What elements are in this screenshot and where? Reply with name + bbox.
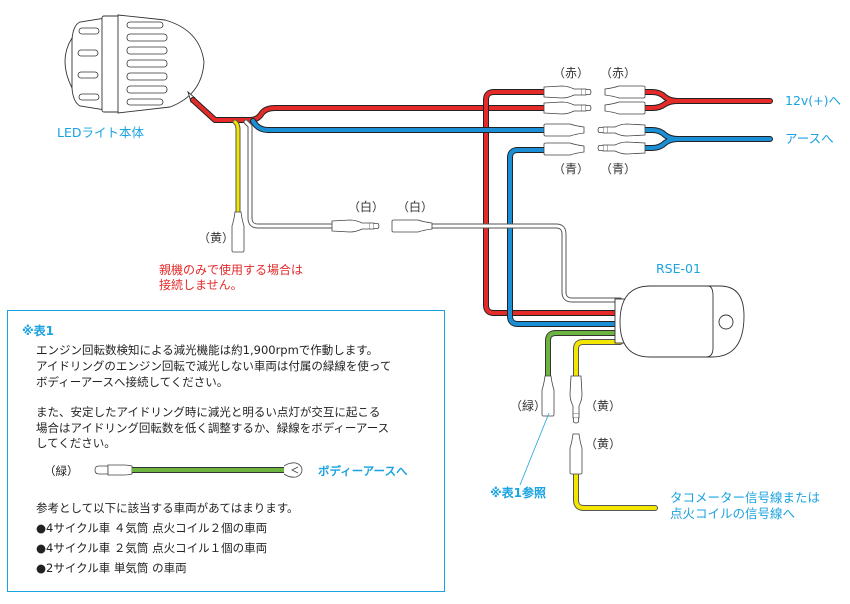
note-vehicle-item: ●2サイクル車 単気筒 の車両 (36, 561, 187, 575)
note-para1-line2: アイドリングのエンジン回転で減光しない車両は付属の緑線を使って (36, 359, 392, 373)
label-blue-right: （青） (600, 162, 637, 176)
connector-red-female-2 (604, 101, 646, 115)
warning-line1: 親機のみで使用する場合は (159, 263, 304, 277)
light-band (101, 15, 121, 113)
led-light-body (64, 14, 205, 114)
connector-white-female (391, 219, 433, 233)
label-yellow-module-top: （黄） (585, 399, 622, 413)
connector-red-male-1 (543, 85, 592, 99)
light-fins (77, 21, 168, 106)
note-para2-line1: また、安定したアイドリング時に減光と明るい点灯が交互に起こる (36, 405, 381, 419)
module-seam (705, 285, 714, 358)
module-mount-hole (718, 314, 734, 330)
connector-blue-male-1 (597, 123, 646, 137)
connector-blue-female-1 (543, 123, 585, 137)
yellow-wire-light (232, 119, 241, 215)
label-white-right: （白） (397, 200, 434, 214)
rse01-module (614, 285, 745, 358)
module-label: RSE-01 (656, 261, 701, 276)
note-reference-intro: 参考として以下に該当する車両があてはまります。 (36, 501, 299, 515)
label-white-left: （白） (348, 200, 385, 214)
note-para1-line1: エンジン回転数検知による減光機能は約1,900rpmで作動します。 (36, 343, 379, 357)
label-red-right: （赤） (600, 66, 637, 80)
green-wire-module (545, 330, 623, 381)
note-vehicle-item: ●4サイクル車 ４気筒 点火コイル２個の車両 (36, 521, 268, 535)
label-12v-destination: 12v(+)へ (785, 93, 842, 108)
connector-red-female-1 (604, 85, 646, 99)
label-ground-destination: アースへ (785, 131, 834, 146)
note-green-wire-destination: ボディーアースへ (318, 464, 408, 478)
connector-yellow-module-male (569, 375, 583, 424)
note-green-wire (94, 462, 303, 478)
note-vehicle-item: ●4サイクル車 ２気筒 点火コイル１個の車両 (36, 541, 268, 555)
led-light-label: LEDライト本体 (57, 125, 144, 140)
yellow-wire-module (573, 339, 658, 511)
connector-blue-male-2 (597, 141, 646, 155)
callout-table1-ref: ※表1参照 (490, 486, 547, 500)
connector-yellow-signal-female (569, 433, 583, 475)
signal-destination-line2: 点火コイルの信号線へ (670, 506, 796, 521)
label-green-module: （緑） (510, 399, 547, 413)
ring-terminal (283, 462, 303, 478)
label-yellow-light: （黄） (198, 231, 235, 245)
signal-destination-line1: タコメーター信号線または (670, 490, 821, 505)
label-red-left: （赤） (553, 66, 590, 80)
connector-red-male-2 (543, 101, 592, 115)
callout-leader-line (519, 412, 550, 486)
white-wire (243, 119, 623, 303)
note-green-wire-label: （緑） (44, 464, 79, 478)
connector-blue-female-2 (543, 142, 585, 156)
note-para2-line2: 場合はアイドリング回転数を低く調整するか、緑線をボディーアース (36, 421, 390, 435)
connector-white-male (331, 219, 380, 233)
label-blue-left: （青） (553, 162, 590, 176)
label-yellow-module-bottom: （黄） (585, 437, 622, 451)
note-title: ※表1 (22, 324, 55, 338)
note-box-table1 (7, 310, 445, 592)
red-wire (190, 89, 773, 316)
note-para2-line3: してください。 (36, 436, 116, 450)
blue-wire (250, 118, 773, 327)
note-para1-line3: ボディーアースへ接続してください。 (36, 375, 229, 389)
warning-line2: 接続しません。 (159, 278, 243, 292)
light-front-ring (71, 17, 106, 111)
